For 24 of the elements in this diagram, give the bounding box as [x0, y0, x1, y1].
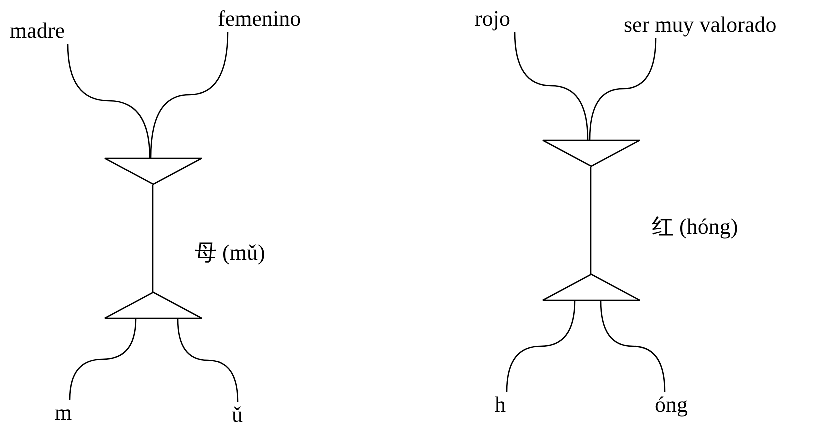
curved-connector: [69, 318, 137, 400]
triangle-shape: [543, 274, 640, 301]
word-label: h: [495, 392, 506, 418]
word-label: rojo: [475, 6, 510, 32]
connector-line: [152, 185, 154, 292]
word-label: ǔ: [232, 402, 243, 428]
word-label: m: [55, 400, 72, 426]
curved-connector: [506, 300, 576, 392]
curved-connector: [514, 32, 589, 140]
curved-connector: [177, 318, 239, 402]
triangle-shape: [543, 140, 640, 167]
triangle-shape: [105, 292, 202, 319]
curved-connector: [589, 38, 657, 140]
curved-connector: [150, 32, 229, 158]
word-label: ser muy valorado: [624, 12, 777, 38]
triangle-shape: [105, 158, 202, 185]
word-label: óng: [655, 392, 688, 418]
word-label: femenino: [218, 6, 302, 32]
curved-connector: [600, 300, 666, 392]
edge-label: 红 (hóng): [650, 214, 740, 240]
connector-line: [590, 167, 592, 274]
word-label: madre: [10, 18, 65, 44]
edge-label: 母 (mǔ): [193, 240, 268, 266]
curved-connector: [67, 44, 151, 158]
